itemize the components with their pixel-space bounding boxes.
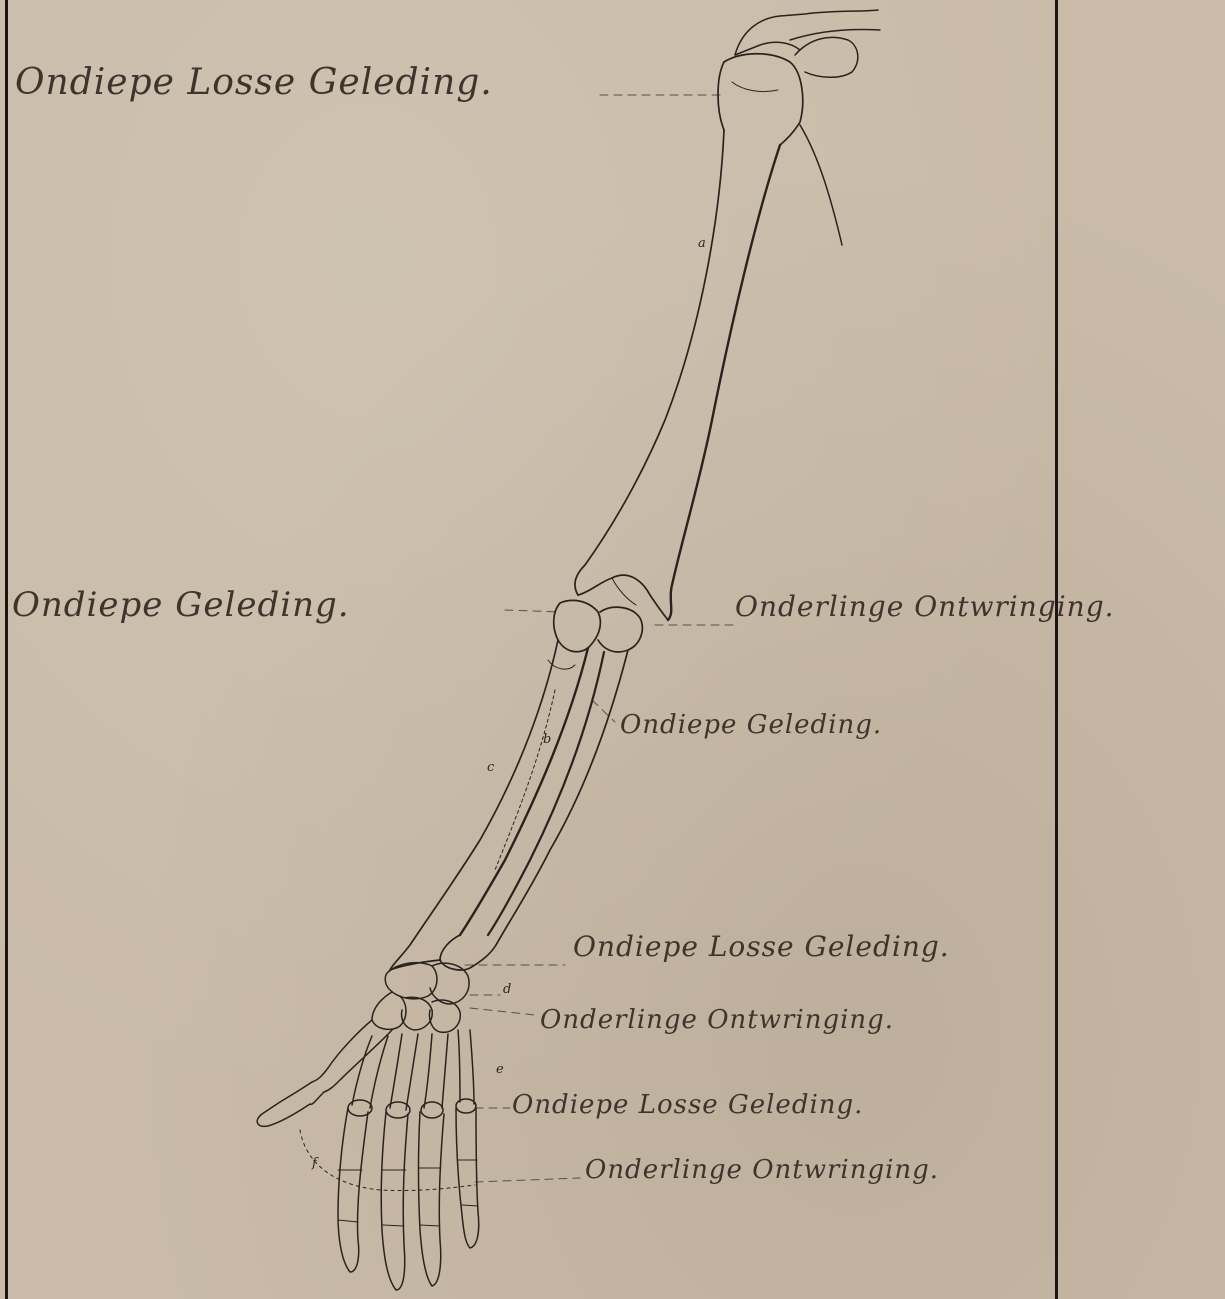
annotation-elbow-left: Ondiepe Geleding. [12,585,350,625]
letter-phalanges: f [312,1156,317,1171]
letter-carpus: d [503,982,511,997]
forearm-bones [390,600,642,970]
annotation-carpus: Onderlinge Ontwringing. [540,1005,894,1035]
humerus-bone [575,54,803,620]
scapula-bone [735,10,880,245]
letter-radius: b [543,732,551,747]
letter-metacarpus: e [496,1062,504,1077]
carpal-bones [372,963,469,1033]
letter-humerus: a [698,236,706,251]
annotation-shoulder: Ondiepe Losse Geleding. [15,62,493,103]
annotation-wrist: Ondiepe Losse Geleding. [573,930,950,963]
annotation-forearm: Ondiepe Geleding. [620,710,882,740]
letter-ulna: c [487,760,494,775]
annotation-knuckles: Ondiepe Losse Geleding. [512,1090,863,1120]
annotation-elbow-right: Onderlinge Ontwringing. [735,590,1115,623]
annotation-fingers: Onderlinge Ontwringing. [585,1155,939,1185]
